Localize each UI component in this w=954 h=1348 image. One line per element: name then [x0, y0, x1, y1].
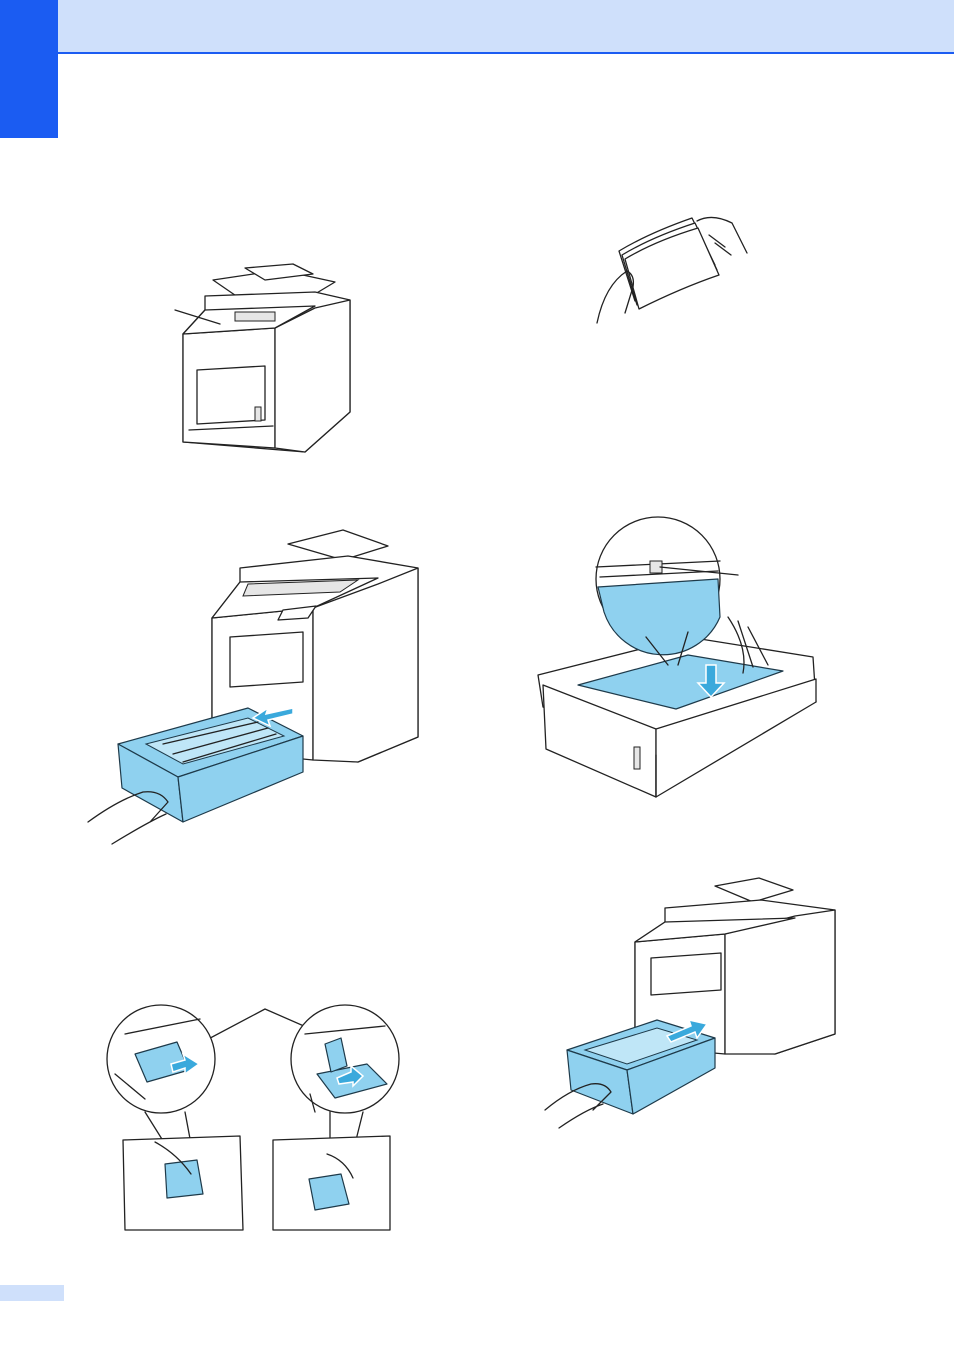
paper-tray-icon [545, 1020, 715, 1128]
tray-pushed-back-illustration [545, 878, 835, 1130]
printer-closed-illustration [165, 262, 360, 457]
fanned-paper-illustration [597, 213, 747, 328]
paper-loaded-tray-illustration [538, 517, 828, 800]
chapter-tab [0, 0, 58, 138]
page-footer-bar [0, 1285, 64, 1301]
page-header-bar [0, 0, 954, 54]
paper-stack-icon [597, 217, 747, 323]
printer-icon [175, 264, 350, 452]
paper-tray-icon [88, 708, 303, 844]
paper-guide-icon [107, 1005, 399, 1230]
guide-adjust-illustration [105, 1004, 409, 1230]
tray-pulled-out-illustration [88, 522, 420, 847]
